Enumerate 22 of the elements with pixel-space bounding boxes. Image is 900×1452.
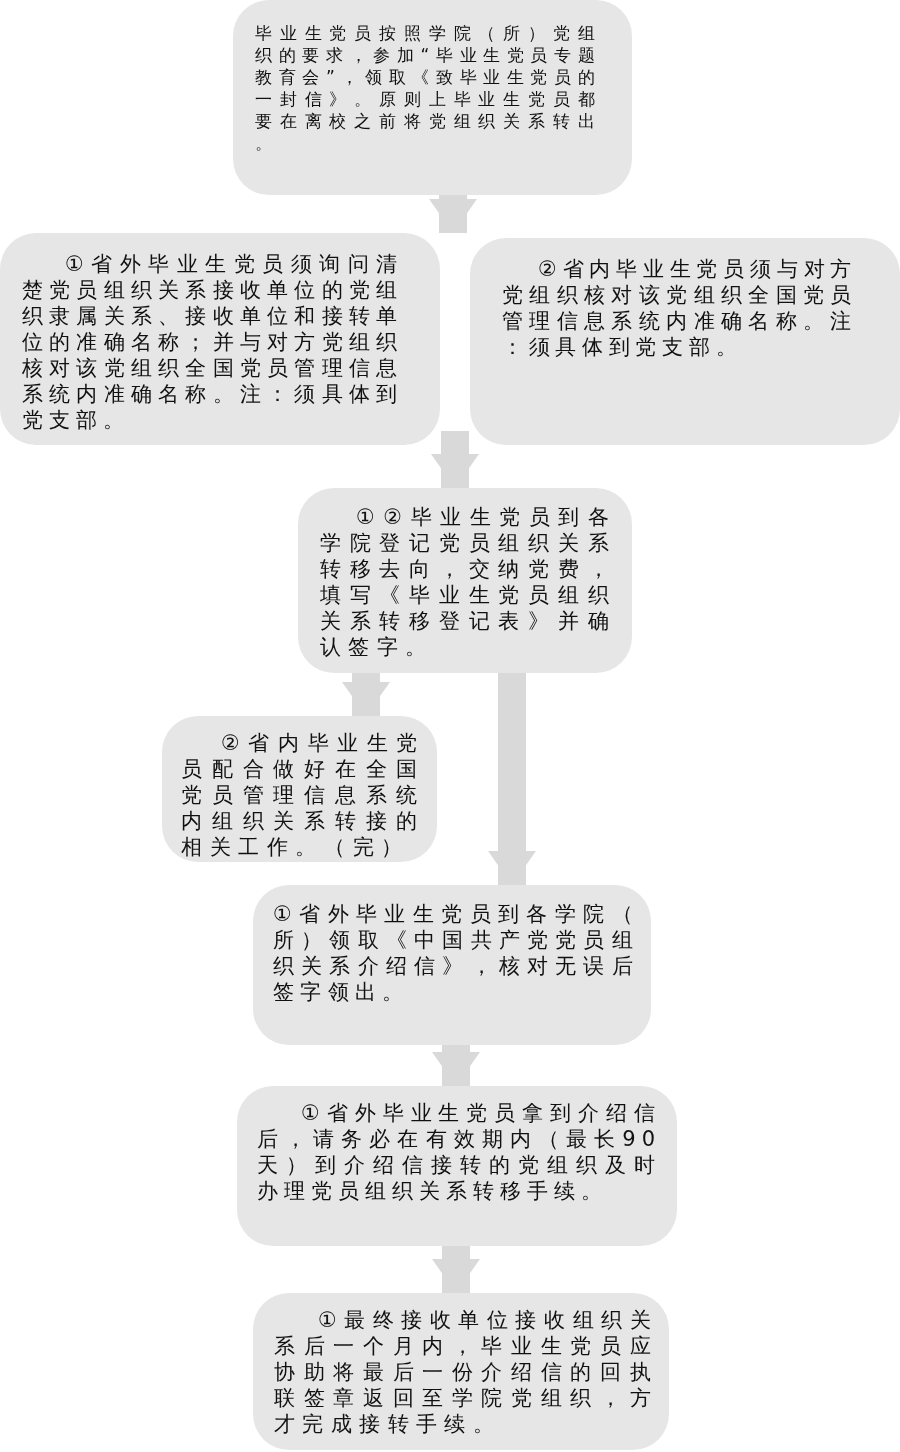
arrow: [431, 431, 479, 488]
process-box: [253, 885, 651, 1045]
step-text: 毕业生党员按照学院（所）党组织的要求，参加“毕业生党员专题教育会”，领取《致毕业生党员的一封信》。原则上毕业生党员都要在离校之前将党组织关系转出。: [255, 22, 601, 154]
step-text: ①②毕业生党员到各学院登记党员组织关系转移去向，交纳党费，填写《毕业生党员组织关系转移登记表》并确认签字。: [320, 504, 616, 660]
process-box: [233, 0, 632, 195]
step-text: ②省内毕业生党员须与对方党组织核对该党组织全国党员管理信息系统内准确名称。注：须具体到党支部。: [502, 256, 857, 360]
arrow: [342, 673, 390, 716]
step-text: ①省外毕业生党员须询问清楚党员组织关系接收单位的党组织隶属关系、接收单位和接转单位的准确名称；并与对方党组织核对该党组织全国党员管理信息系统内准确名称。注：须具体到党支部。: [22, 251, 403, 433]
step-text: ①省外毕业生党员拿到介绍信后，请务必在有效期内（最长90天）到介绍信接转的党组织及时办理党员组织关系转移手续。: [257, 1100, 661, 1204]
arrow: [488, 673, 536, 885]
process-box: [237, 1086, 677, 1246]
arrow: [429, 195, 477, 233]
process-box: [0, 233, 440, 445]
step-text: ②省内毕业生党员配合做好在全国党员管理信息系统内组织关系转接的相关工作。（完）: [181, 730, 425, 860]
step-text: ①最终接收单位接收组织关系后一个月内，毕业生党员应协助将最后一份介绍信的回执联签章返回至学院党组织，方才完成接转手续。: [274, 1307, 658, 1437]
process-box: [253, 1293, 669, 1450]
step-text: ①省外毕业生党员到各学院（所）领取《中国共产党党员组织关系介绍信》，核对无误后签字领出。: [273, 901, 639, 1005]
process-box: [470, 238, 900, 445]
process-box: [162, 716, 437, 862]
arrow: [432, 1045, 480, 1086]
process-box: [298, 488, 632, 673]
arrow: [432, 1246, 480, 1293]
